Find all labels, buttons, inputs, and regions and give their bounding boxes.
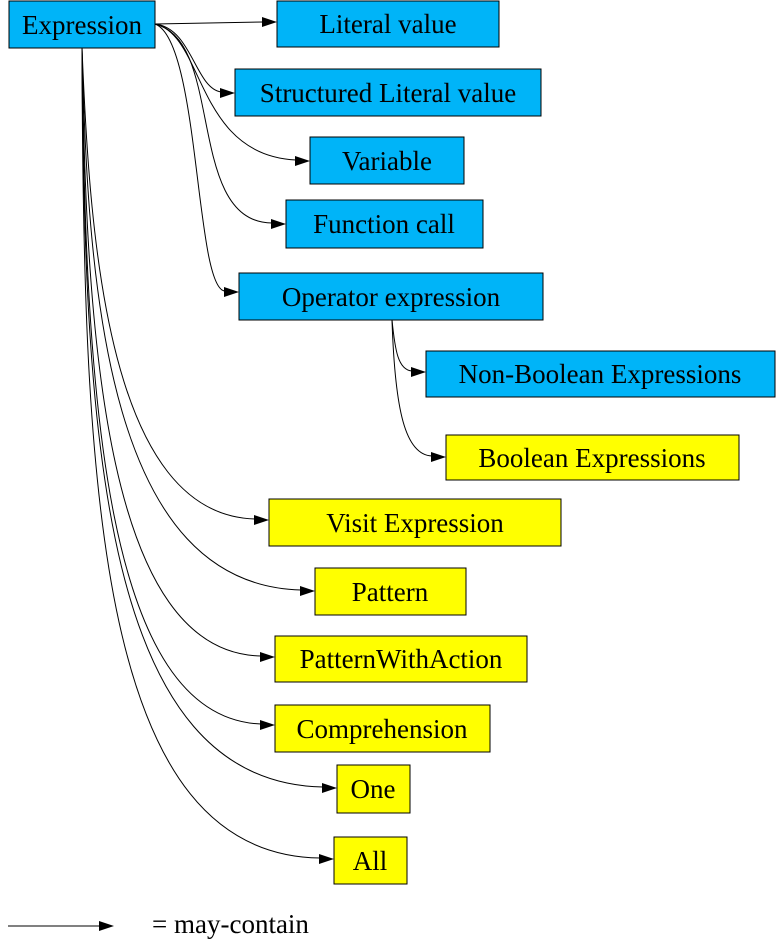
- edge-expression-pattern: [81, 47, 302, 591]
- node-literal-value: Literal value: [276, 0, 500, 48]
- node-expression: Expression: [8, 0, 156, 49]
- node-operator-expression: Operator expression: [238, 272, 544, 321]
- node-comprehension: Comprehension: [274, 704, 491, 753]
- edge-operator-nonboolean: [391, 319, 413, 372]
- node-pattern-with-action-box: [274, 635, 528, 683]
- node-expression-box: [8, 0, 156, 49]
- node-structured-literal-value-label: Structured Literal value: [260, 78, 516, 108]
- node-pattern-box: [314, 567, 467, 616]
- arrowhead-one: [322, 783, 337, 793]
- edge-expression-patternaction: [81, 47, 262, 657]
- node-pattern-label: Pattern: [352, 577, 429, 607]
- node-literal-value-box: [276, 0, 500, 48]
- edge-operator-boolean: [391, 319, 433, 457]
- node-function-call-label: Function call: [313, 209, 455, 239]
- node-structured-literal-value: Structured Literal value: [234, 68, 542, 117]
- legend: = may-contain: [8, 909, 309, 939]
- node-pattern-with-action-label: PatternWithAction: [300, 644, 503, 674]
- arrowhead-function: [271, 219, 286, 229]
- edge-expression-visit: [81, 47, 256, 520]
- node-variable-box: [309, 136, 465, 185]
- legend-text: = may-contain: [152, 909, 309, 939]
- node-variable-label: Variable: [342, 146, 432, 176]
- arrowhead-structured: [220, 88, 235, 98]
- node-pattern: Pattern: [314, 567, 467, 616]
- node-boolean-expressions-label: Boolean Expressions: [478, 443, 705, 473]
- node-comprehension-box: [274, 704, 491, 753]
- node-boolean-expressions: Boolean Expressions: [445, 434, 740, 481]
- node-non-boolean-expressions-box: [425, 350, 776, 398]
- node-visit-expression: Visit Expression: [268, 498, 562, 547]
- edge-expression-variable: [154, 23, 297, 161]
- node-one: One: [336, 764, 411, 814]
- arrowhead-variable: [295, 156, 310, 166]
- arrowhead-pattern: [300, 586, 315, 596]
- node-literal-value-label: Literal value: [319, 9, 456, 39]
- node-pattern-with-action: PatternWithAction: [274, 635, 528, 683]
- node-one-label: One: [351, 774, 396, 804]
- arrowhead-patternaction: [260, 652, 275, 662]
- node-operator-expression-label: Operator expression: [282, 282, 501, 312]
- node-one-box: [336, 764, 411, 814]
- legend-arrowhead: [99, 921, 114, 931]
- arrowhead-literal: [262, 17, 277, 27]
- edge-expression-function: [154, 23, 273, 224]
- node-non-boolean-expressions: Non-Boolean Expressions: [425, 350, 776, 398]
- edge-expression-literal: [154, 21, 264, 25]
- node-visit-expression-box: [268, 498, 562, 547]
- node-visit-expression-label: Visit Expression: [326, 508, 504, 538]
- edge-expression-comprehension: [81, 47, 262, 725]
- nodes-layer: Expression Literal value Structured Lite…: [8, 0, 776, 885]
- node-comprehension-label: Comprehension: [297, 714, 468, 744]
- arrowhead-nonboolean: [411, 367, 426, 377]
- node-function-call-box: [285, 199, 484, 249]
- edge-expression-one: [81, 47, 324, 788]
- arrowhead-visit: [254, 515, 269, 525]
- node-variable: Variable: [309, 136, 465, 185]
- arrowhead-operator: [224, 287, 239, 297]
- node-non-boolean-expressions-label: Non-Boolean Expressions: [459, 359, 742, 389]
- edge-expression-structured: [154, 23, 222, 93]
- edges-layer: [81, 17, 446, 864]
- arrowhead-all: [319, 854, 334, 864]
- edge-expression-all: [81, 47, 321, 859]
- node-operator-expression-box: [238, 272, 544, 321]
- node-all: All: [333, 836, 408, 885]
- node-expression-label: Expression: [22, 10, 142, 40]
- node-all-box: [333, 836, 408, 885]
- node-structured-literal-value-box: [234, 68, 542, 117]
- node-function-call: Function call: [285, 199, 484, 249]
- node-all-label: All: [353, 846, 388, 876]
- edge-expression-operator: [154, 23, 226, 292]
- arrowhead-comprehension: [260, 720, 275, 730]
- node-boolean-expressions-box: [445, 434, 740, 481]
- arrowhead-boolean: [431, 452, 446, 462]
